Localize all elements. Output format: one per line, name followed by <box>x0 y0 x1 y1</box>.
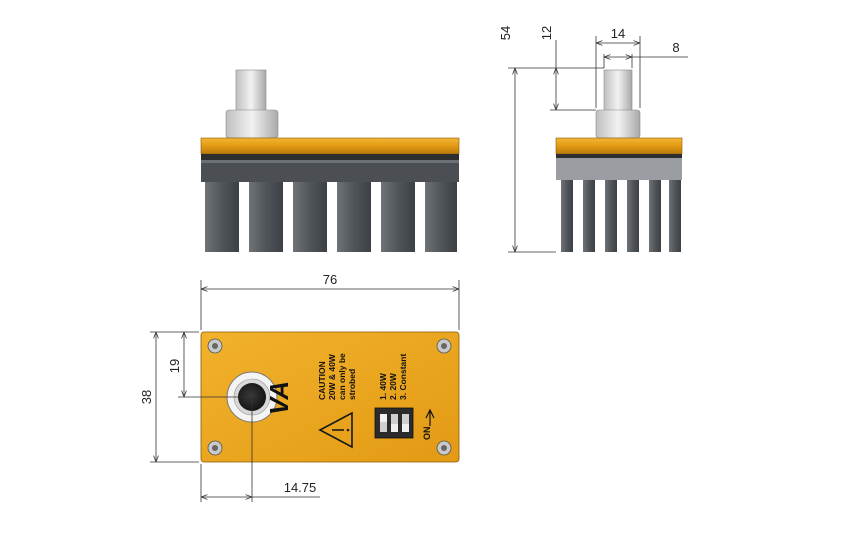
side-housing <box>555 137 683 155</box>
warning-icon <box>318 411 353 449</box>
front-heatsink-base <box>201 160 459 182</box>
side-knob-base <box>595 109 641 139</box>
caution-line-2: 20W & 40W <box>327 353 337 400</box>
brand-logo: VA <box>264 381 294 415</box>
dimensions: 76 38 19 14.75 54 12 14 <box>139 26 688 502</box>
dim-knob-height: 12 <box>539 26 554 40</box>
side-heatsink-base <box>556 158 682 180</box>
caution-label: CAUTION 20W & 40W can only be strobed <box>317 353 357 400</box>
front-knob-shaft <box>235 69 267 113</box>
front-knob-base <box>225 109 279 139</box>
screw-icon <box>207 440 223 456</box>
side-heatsink-fins <box>561 180 681 252</box>
screw-icon <box>436 440 452 456</box>
dim-half-height: 19 <box>167 359 182 373</box>
front-heatsink-fins <box>205 182 457 252</box>
front-housing <box>200 137 460 155</box>
switch-option-3: 3. Constant <box>398 354 408 400</box>
dim-knob-offset: 14.75 <box>284 480 317 495</box>
front-view <box>200 69 460 252</box>
switch-option-1: 1. 40W <box>378 372 388 400</box>
screw-icon <box>436 338 452 354</box>
switch-legend: 1. 40W 2. 20W 3. Constant <box>378 354 408 400</box>
dim-knob-extra: 8 <box>672 40 679 55</box>
switch-option-2: 2. 20W <box>388 372 398 400</box>
caution-line-1: CAUTION <box>317 361 327 400</box>
arrow-up-icon <box>425 408 435 426</box>
dip-switch[interactable] <box>374 407 414 439</box>
screw-icon <box>207 338 223 354</box>
dim-knob-width: 14 <box>611 26 625 41</box>
side-view <box>555 69 683 252</box>
caution-line-4: strobed <box>347 369 357 400</box>
dim-total-height: 54 <box>498 26 513 40</box>
dim-height: 38 <box>139 390 154 404</box>
dim-width: 76 <box>323 272 337 287</box>
top-view: VA CAUTION 20W & 40W can only be strobed… <box>200 331 460 463</box>
on-label: ON <box>422 427 432 441</box>
side-knob-shaft <box>603 69 633 113</box>
caution-line-3: can only be <box>337 353 347 400</box>
